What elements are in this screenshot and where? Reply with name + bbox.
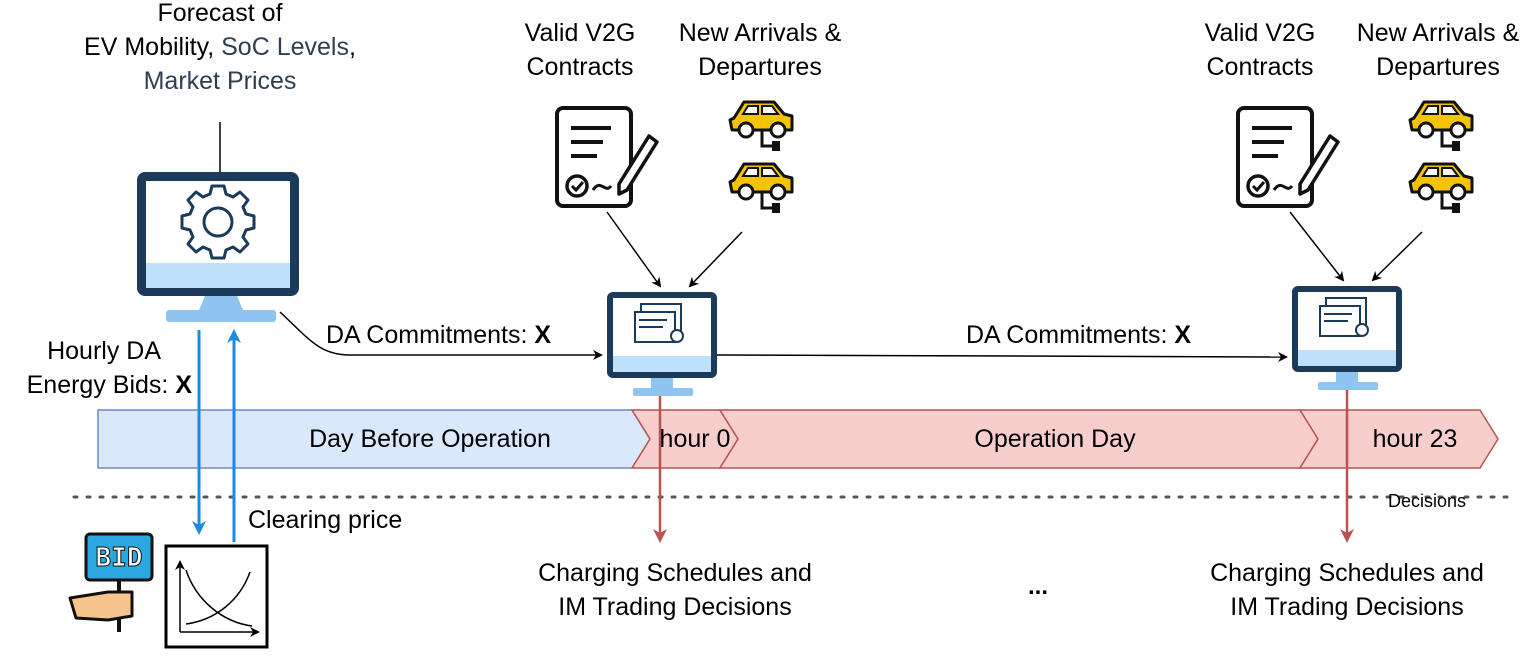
arrivals-label-right: New Arrivals & Departures [1356,19,1520,81]
ev-car-icon-left-top [728,100,794,151]
market-curve-icon [164,544,269,649]
timeline-label-hour23: hour 23 [1372,425,1458,453]
arrow-da-commitments-right [716,351,1288,362]
arrow-cars-to-left-monitor [688,231,743,288]
contracts-label-right: Valid V2G Contracts [1204,19,1316,81]
ev-car-icon-right-top [1408,100,1474,151]
forecast-line2: EV Mobility, SoC Levels, [84,33,356,61]
timeline [97,409,1499,469]
output-ellipsis: ... [1027,573,1048,600]
forecast-line3: Market Prices [143,67,297,95]
output-label-left: Charging Schedules and IM Trading Decisi… [538,559,812,621]
timeline-label-operation-day: Operation Day [974,425,1136,453]
contract-icon-right [1236,106,1340,208]
forecast-label: Forecast of EV Mobility, SoC Levels, Mar… [50,0,390,98]
da-commitments-label-right: DA Commitments: X [966,321,1192,349]
forecast-computer-icon [137,172,299,322]
clearing-price-label: Clearing price [248,506,403,534]
bid-sign-icon: BID [68,532,154,632]
arrow-da-commitments-left [279,311,603,360]
output-label-right: Charging Schedules and IM Trading Decisi… [1210,559,1484,621]
dispatch-computer-icon-right [1292,286,1402,390]
energy-bids-label: Hourly DA Energy Bids: X [26,337,192,399]
decisions-label: Decisions [1388,491,1467,511]
timeline-label-day-before: Day Before Operation [309,425,551,453]
arrow-contracts-to-left-monitor [606,211,662,288]
timeline-hour23 [1298,409,1499,469]
arrivals-label-left: New Arrivals & Departures [678,19,842,81]
forecast-line1: Forecast of [157,0,283,27]
dispatch-computer-icon-left [607,292,717,396]
timeline-label-hour0: hour 0 [659,425,731,453]
contract-icon-left [555,106,659,208]
ev-car-icon-left-bottom [728,162,794,213]
da-commitments-label-left: DA Commitments: X [326,321,552,349]
arrow-contracts-to-right-monitor [1289,211,1345,282]
ev-car-icon-right-bottom [1408,162,1474,213]
arrow-cars-to-right-monitor [1371,231,1423,282]
gear-icon [180,184,256,260]
contracts-label-left: Valid V2G Contracts [524,19,636,81]
bid-sign-text: BID [96,543,143,573]
